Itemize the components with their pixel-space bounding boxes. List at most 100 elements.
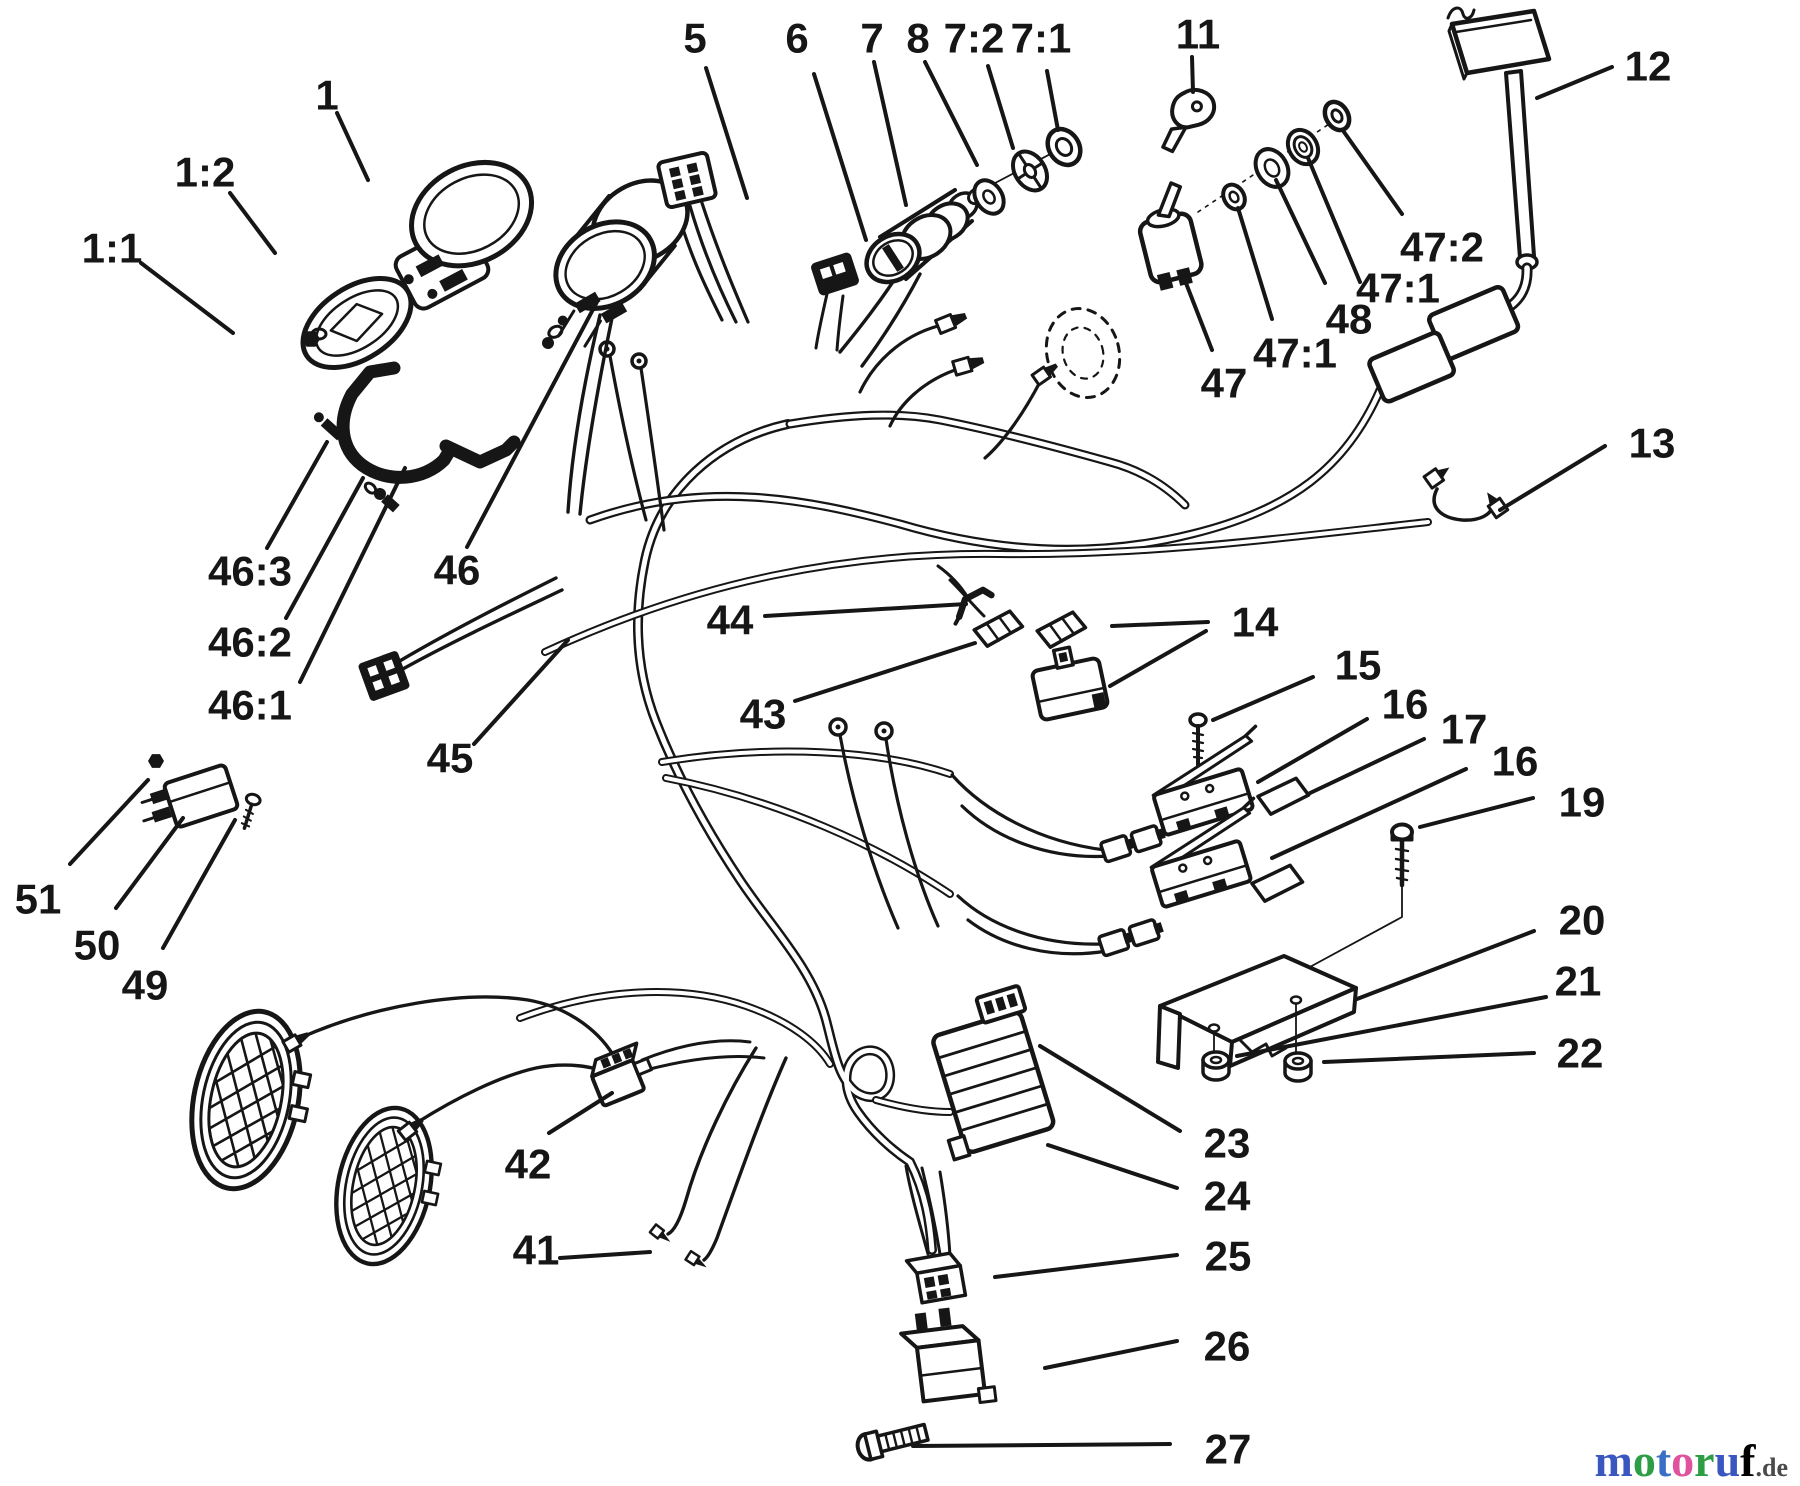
toggle-switch — [1137, 181, 1204, 291]
callout-23: 23 — [1038, 1044, 1250, 1167]
leader-line — [1274, 178, 1327, 285]
spade-connector-pair — [1097, 918, 1164, 958]
fuel-gauge — [553, 178, 690, 348]
key — [1161, 87, 1217, 154]
callout-5: 5 — [683, 15, 749, 200]
callout-label: 7 — [860, 15, 883, 62]
connector-42 — [590, 1041, 654, 1108]
interlock-nut — [148, 754, 164, 768]
callout-12: 12 — [1535, 43, 1672, 100]
ignition-washer — [972, 178, 1006, 216]
leader-line — [923, 60, 979, 167]
callout-label: 47:2 — [1400, 224, 1484, 271]
callout-label: 42 — [505, 1141, 552, 1188]
callout-label: 49 — [122, 962, 169, 1009]
callout-label: 21 — [1555, 958, 1602, 1005]
callout-7: 7 — [860, 15, 908, 207]
callout-label: 1:2 — [175, 149, 236, 196]
leader-line — [472, 638, 570, 746]
leader-line — [1535, 65, 1614, 100]
callout-47-1: 47:1 — [1306, 156, 1440, 312]
callout-label: 5 — [683, 15, 706, 62]
callout-label: 16 — [1382, 681, 1429, 728]
callout-label: 27 — [1205, 1426, 1252, 1473]
regulator — [931, 984, 1056, 1162]
toggle-nut — [1322, 99, 1352, 133]
callout-label: 46:2 — [208, 619, 292, 666]
leader-line — [1038, 1044, 1182, 1133]
callout-label: 8 — [906, 15, 929, 62]
callout-42: 42 — [505, 1091, 614, 1188]
leader-line — [1110, 620, 1210, 628]
leader-line — [1355, 929, 1536, 1001]
leader-line — [1045, 69, 1060, 132]
callout-46-2: 46:2 — [208, 476, 365, 666]
bracket-fastener — [363, 481, 400, 513]
mounting-bracket — [1156, 954, 1358, 1070]
gauge-assembly — [300, 159, 690, 513]
leader-line — [1306, 156, 1362, 284]
leader-line — [1498, 444, 1607, 512]
callout-label: 51 — [15, 876, 62, 923]
leader-line — [114, 816, 185, 910]
callout-label: 45 — [427, 735, 474, 782]
clip — [953, 586, 995, 626]
callout-label: 47 — [1201, 360, 1248, 407]
leader-line — [558, 1250, 652, 1260]
callout-1-1: 1:1 — [82, 225, 235, 335]
wire-end-terminal — [684, 1249, 707, 1268]
callout-41: 41 — [513, 1227, 652, 1274]
leader-line — [993, 1253, 1179, 1279]
leader-line — [284, 476, 365, 620]
leader-line — [1418, 796, 1535, 829]
leader-line — [335, 111, 370, 182]
callout-17: 17 — [1306, 706, 1488, 796]
callout-label: 46:3 — [208, 548, 292, 595]
toggle-flat-washer — [1253, 147, 1291, 189]
micro-switch — [1149, 796, 1256, 909]
callout-47-1: 47:1 — [1236, 206, 1337, 377]
leader-line — [911, 1442, 1172, 1448]
harness-wiring — [298, 201, 1432, 1262]
hour-meter — [1367, 6, 1552, 404]
microswitch-group — [1097, 712, 1414, 1083]
callout-label: 25 — [1205, 1233, 1252, 1280]
callout-label: 12 — [1625, 43, 1672, 90]
callout-25: 25 — [993, 1233, 1252, 1280]
leader-line — [298, 466, 407, 684]
callout-label: 17 — [1441, 706, 1488, 753]
relay — [899, 1307, 998, 1405]
callout-label: 15 — [1335, 642, 1382, 689]
callout-8: 8 — [906, 15, 979, 167]
callout-1-2: 1:2 — [175, 149, 277, 255]
callout-label: 48 — [1326, 296, 1373, 343]
callout-46-3: 46:3 — [208, 440, 329, 595]
callout-label: 22 — [1557, 1030, 1604, 1077]
callout-label: 24 — [1204, 1173, 1251, 1220]
watermark-logo: motoruf.de — [1595, 1435, 1789, 1486]
callout-24: 24 — [1046, 1143, 1251, 1220]
lamp-terminal — [396, 1118, 424, 1142]
callout-48: 48 — [1274, 178, 1373, 343]
relay-connector — [904, 1251, 968, 1305]
lens-nut — [302, 327, 328, 347]
leader-line — [1043, 1339, 1179, 1370]
spade-connector-pair — [1099, 824, 1166, 864]
callout-44: 44 — [707, 597, 968, 644]
callout-47-2: 47:2 — [1342, 130, 1484, 271]
callout-45: 45 — [427, 638, 570, 782]
callout-label: 46:1 — [208, 682, 292, 729]
gauge-lens — [300, 276, 414, 370]
leader-line — [547, 1091, 614, 1135]
callout-7-2: 7:2 — [944, 15, 1015, 150]
leader-line — [872, 60, 908, 207]
leader-line — [68, 778, 150, 866]
callout-6: 6 — [785, 15, 868, 242]
switch-assembly-14 — [1030, 610, 1110, 722]
eyelet-terminal — [598, 340, 894, 741]
leader-line — [1306, 737, 1426, 796]
callout-21: 21 — [1235, 958, 1602, 1058]
callout-11: 11 — [1176, 11, 1220, 94]
leader-line — [465, 298, 600, 549]
